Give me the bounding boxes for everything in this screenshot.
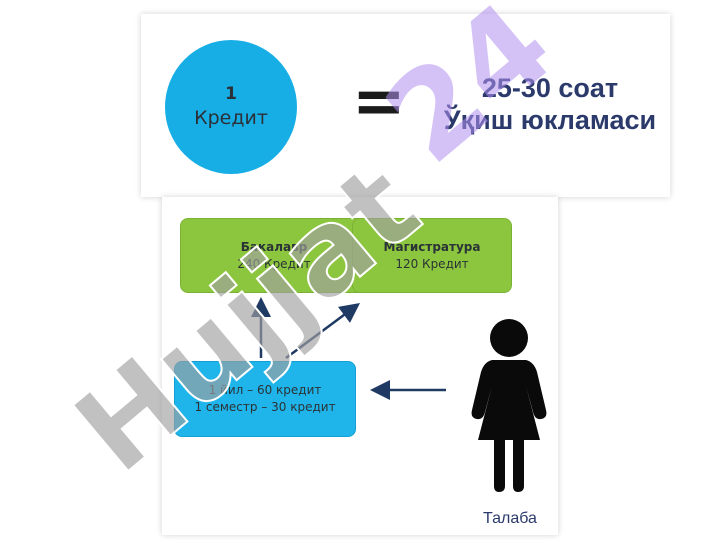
year-credits: 1 йил – 60 кредит: [208, 383, 322, 397]
master-credits: 120 Кредит: [395, 256, 469, 271]
semester-credits: 1 семестр – 30 кредит: [194, 400, 336, 414]
student-figure-icon: [471, 319, 547, 492]
student-label: Талаба: [483, 510, 537, 527]
master-box: Магистратура 120 Кредит: [352, 218, 512, 293]
arrow-to-master: [285, 303, 361, 360]
master-title: Магистратура: [383, 239, 481, 254]
hours-range: 25-30 соат: [481, 73, 619, 103]
bachelor-title: Бакалавр: [240, 239, 308, 254]
credit-word: Кредит: [194, 107, 268, 129]
equals-sign: =: [352, 65, 406, 139]
year-semester-box: 1 йил – 60 кредит 1 семестр – 30 кредит: [174, 361, 356, 437]
bachelor-box: Бакалавр 240 Кредит: [180, 218, 368, 293]
credit-number: 1: [225, 84, 237, 104]
study-load-label: Ўқиш юкламаси: [443, 105, 657, 135]
credit-circle: 1 Кредит: [165, 40, 297, 174]
bachelor-credits: 240 Кредит: [237, 256, 311, 271]
workload-hours: 25-30 соат Ўқиш юкламаси: [430, 72, 670, 136]
